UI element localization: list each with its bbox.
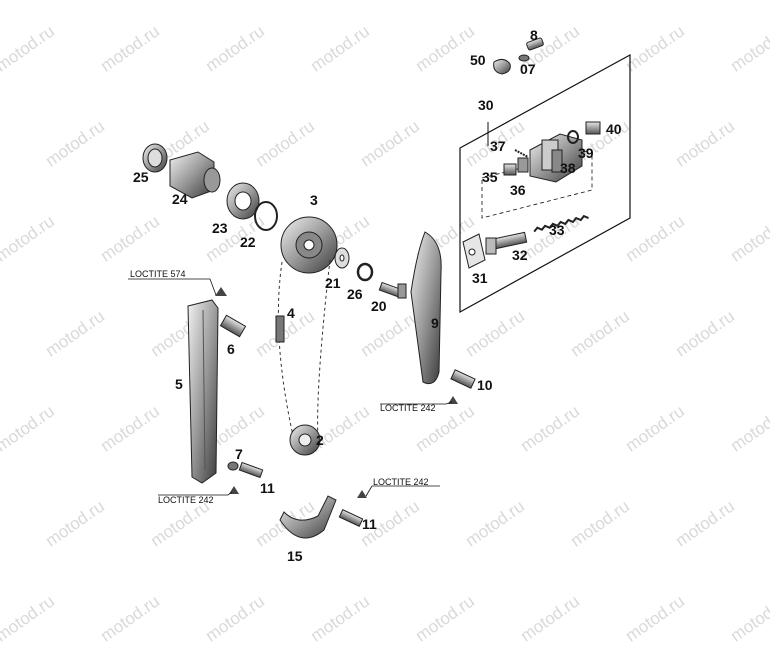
part-32-plunger: [485, 231, 528, 255]
loctite-574-label: LOCTITE 574: [130, 269, 186, 279]
callout-21: 21: [325, 275, 341, 291]
part-11-bolt-bottom: [338, 490, 367, 527]
part-35-nut: [503, 163, 517, 176]
part-2-crank-sprocket: [289, 424, 321, 456]
part-7-washer: [227, 461, 239, 471]
part-40-plug: [585, 121, 601, 135]
callout-5: 5: [175, 376, 183, 392]
callout-37: 37: [490, 138, 506, 154]
part-36-piece: [517, 157, 529, 173]
callout-07: 07: [520, 61, 536, 77]
part-25-needle-bearing: [142, 143, 168, 173]
callout-15: 15: [287, 548, 303, 564]
part-38-tensioner-body: [529, 133, 583, 183]
callout-10: 10: [477, 377, 493, 393]
loctite-242-bottom-label: LOCTITE 242: [373, 477, 429, 487]
part-22-circlip: [254, 201, 278, 231]
tensioner-assembly-frame: [459, 53, 631, 314]
part-20-bolt: [378, 281, 407, 299]
part-23-ball-bearing: [226, 182, 260, 220]
part-33-spring: [533, 214, 589, 233]
parts-drawing: [128, 37, 631, 539]
callout-31: 31: [472, 270, 488, 286]
watermark-text: motod.ru: [201, 591, 268, 646]
part-50-clip: [493, 58, 511, 75]
watermark-text: motod.ru: [726, 591, 770, 646]
callout-50: 50: [470, 52, 486, 68]
callout-9: 9: [431, 315, 439, 331]
callout-6: 6: [227, 341, 235, 357]
callout-8: 8: [530, 27, 538, 43]
watermark-text: motod.ru: [0, 591, 58, 646]
loctite-242-right-label: LOCTITE 242: [380, 403, 436, 413]
callout-30: 30: [478, 97, 494, 113]
watermark-text: motod.ru: [621, 591, 688, 646]
part-15-lower-guide: [279, 495, 337, 539]
callout-11-left: 11: [260, 480, 275, 496]
callout-26: 26: [347, 286, 363, 302]
part-6-bolt: [215, 287, 247, 338]
part-31-gasket: [462, 233, 486, 269]
callout-36: 36: [510, 182, 526, 198]
watermark-text: motod.ru: [516, 591, 583, 646]
part-24-camshaft: [169, 151, 221, 199]
loctite-242-left-label: LOCTITE 242: [158, 495, 214, 505]
watermark-text: motod.ru: [411, 591, 478, 646]
callout-40: 40: [606, 121, 622, 137]
callout-33: 33: [549, 222, 565, 238]
callout-11-bottom: 11: [362, 516, 377, 532]
callout-4: 4: [287, 305, 295, 321]
loctite-leaders: [128, 278, 453, 497]
part-5-guide-rail: [187, 299, 219, 484]
callout-25: 25: [133, 169, 149, 185]
callout-35: 35: [482, 169, 498, 185]
part-21-washer: [334, 247, 350, 269]
callout-32: 32: [512, 247, 528, 263]
part-39-washer: [567, 130, 579, 144]
part-26-lock-washer: [356, 262, 374, 282]
callout-20: 20: [371, 298, 387, 314]
exploded-parts-diagram: motod.ru motod.ru motod.ru motod.ru motod.ru…: [0, 22, 770, 646]
part-9-tensioner-rail: [410, 231, 442, 385]
callout-22: 22: [240, 234, 256, 250]
callout-3: 3: [310, 192, 318, 208]
watermark-text: motod.ru: [306, 591, 373, 646]
watermark-text: motod.ru: [96, 591, 163, 646]
part-10-bolt: [448, 369, 476, 404]
callout-38: 38: [560, 160, 576, 176]
callout-23: 23: [212, 220, 228, 236]
part-4-timing-chain: [275, 259, 331, 441]
callout-39: 39: [578, 145, 594, 161]
callout-24: 24: [172, 191, 188, 207]
callout-7: 7: [235, 446, 243, 462]
part-8-bolt: [518, 37, 544, 62]
callout-2: 2: [316, 432, 324, 448]
part-3-cam-sprocket: [280, 216, 338, 274]
part-37-pin: [514, 149, 529, 158]
